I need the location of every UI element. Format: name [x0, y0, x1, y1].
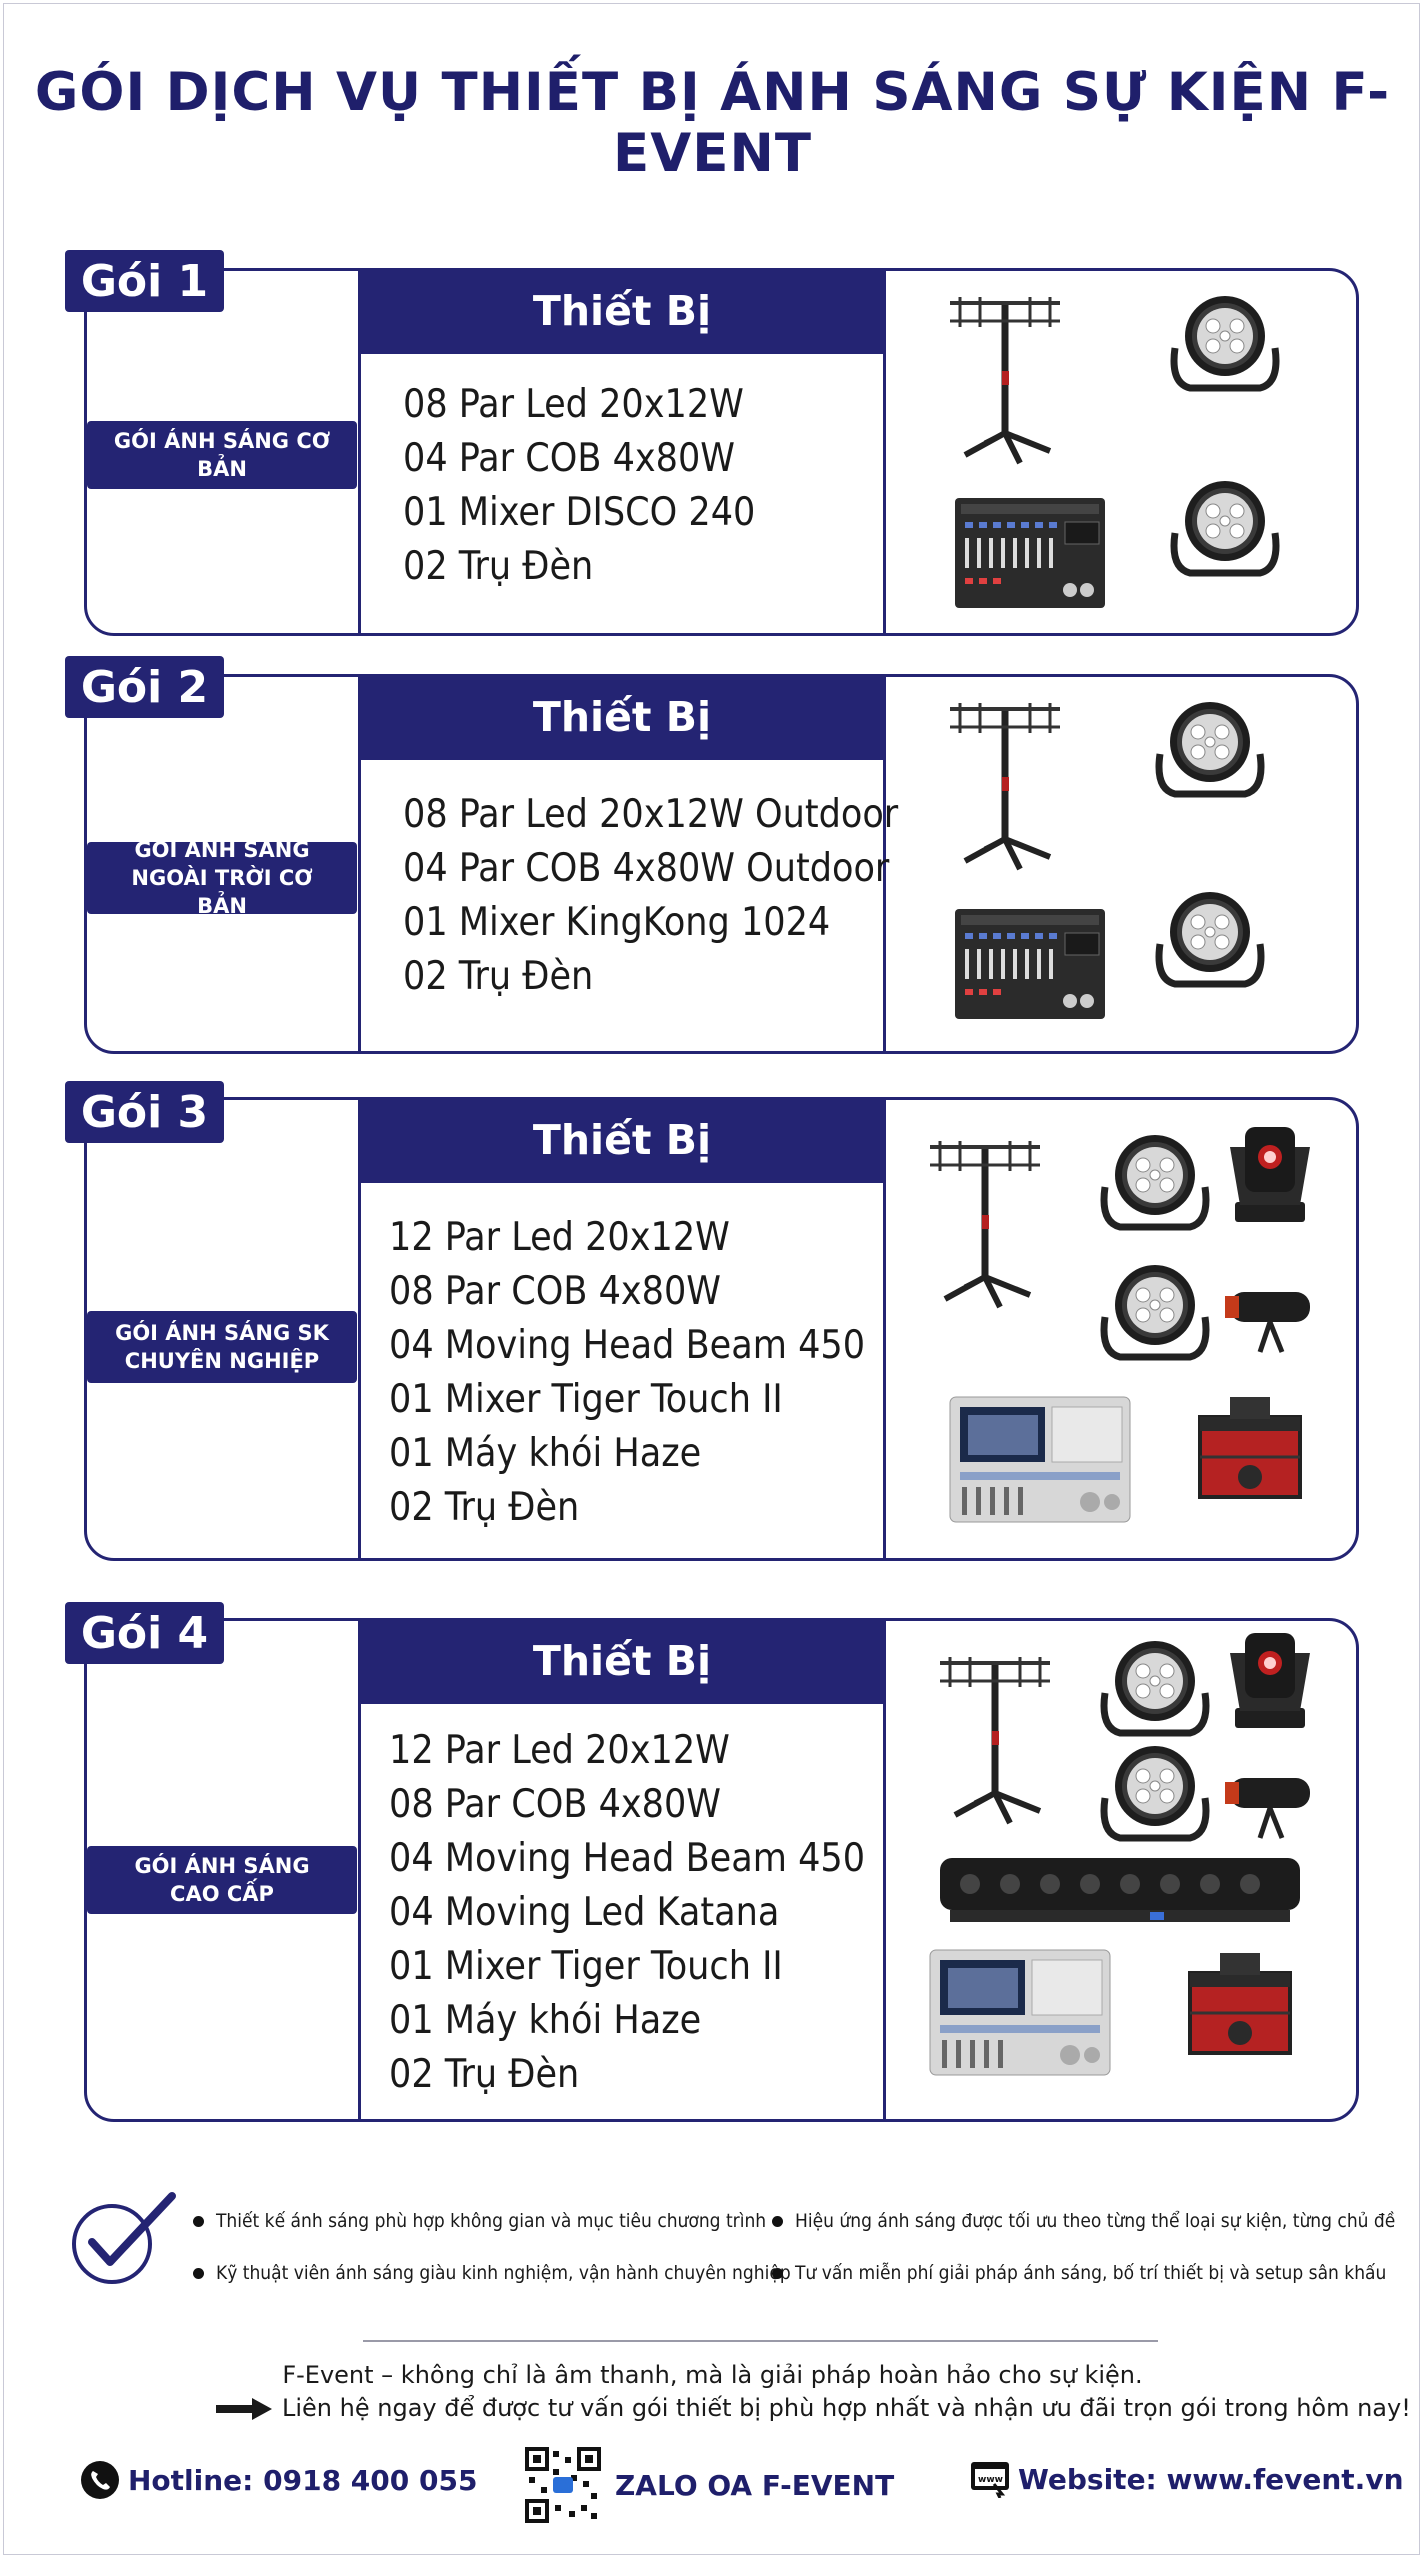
- equipment-item: 04 Par COB 4x80W: [403, 436, 735, 481]
- equipment-list-3: 12 Par Led 20x12W 08 Par COB 4x80W 04 Mo…: [389, 1211, 865, 1535]
- truss-stand-icon: [930, 1141, 1040, 1307]
- par-light-icon: [1174, 481, 1276, 573]
- qr-code-icon: [525, 2447, 601, 2523]
- feature-text: Hiệu ứng ánh sáng được tối ưu theo từng …: [795, 2210, 1396, 2232]
- par-light-icon: [1104, 1641, 1206, 1733]
- truss-stand-icon: [950, 297, 1060, 463]
- equipment-header-2: Thiết Bị: [361, 674, 883, 760]
- tiger-touch-console-icon: [929, 1949, 1111, 2076]
- equipment-item: 04 Moving Led Katana: [389, 1890, 780, 1935]
- equipment-column-3: Thiết Bị 12 Par Led 20x12W 08 Par COB 4x…: [358, 1097, 886, 1561]
- par-light-icon: [1104, 1135, 1206, 1227]
- website-text: Website: www.fevent.vn: [1018, 2462, 1404, 2496]
- bullet-icon: [193, 2216, 204, 2227]
- equipment-item: 12 Par Led 20x12W: [389, 1215, 730, 1260]
- equipment-item: 04 Par COB 4x80W Outdoor: [403, 846, 890, 891]
- feature-item: Hiệu ứng ánh sáng được tối ưu theo từng …: [772, 2210, 1395, 2232]
- equipment-item: 01 Máy khói Haze: [389, 1998, 702, 2043]
- package-badge-1: Gói 1: [65, 250, 224, 312]
- truss-stand-icon: [950, 703, 1060, 869]
- bullet-icon: [772, 2268, 783, 2279]
- zalo-text: ZALO OA F-EVENT: [615, 2468, 895, 2502]
- call-to-action-text: Liên hệ ngay để được tư vấn gói thiết bị…: [282, 2394, 1411, 2422]
- outdoor-par-light-icon: [1159, 702, 1261, 794]
- equipment-item: 01 Mixer DISCO 240: [403, 490, 756, 535]
- lighting-mixer-icon: [954, 908, 1106, 1020]
- equipment-column-2: Thiết Bị 08 Par Led 20x12W Outdoor 04 Pa…: [358, 674, 898, 1054]
- equipment-column-4: Thiết Bị 12 Par Led 20x12W 08 Par COB 4x…: [358, 1618, 886, 2122]
- web-browser-icon: www: [971, 2462, 1009, 2498]
- equipment-item: 01 Mixer KingKong 1024: [403, 900, 831, 945]
- package-name-2: GÓI ÁNH SÁNG NGOÀI TRỜI CƠ BẢN: [87, 838, 357, 918]
- moving-head-icon: [1230, 1127, 1310, 1222]
- equipment-column-1: Thiết Bị 08 Par Led 20x12W 04 Par COB 4x…: [358, 268, 886, 636]
- equipment-item: 04 Moving Head Beam 450: [389, 1323, 866, 1368]
- haze-machine-icon: [1198, 1395, 1302, 1499]
- equipment-item: 01 Máy khói Haze: [389, 1431, 702, 1476]
- equipment-item: 08 Par COB 4x80W: [389, 1269, 721, 1314]
- moving-led-katana-icon: [940, 1858, 1300, 1922]
- truss-stand-icon: [940, 1657, 1050, 1823]
- tagline: F-Event – không chỉ là âm thanh, mà là g…: [282, 2361, 1143, 2389]
- equipment-list-1: 08 Par Led 20x12W 04 Par COB 4x80W 01 Mi…: [403, 378, 755, 594]
- checkmark-icon: [72, 2192, 176, 2284]
- equipment-item: 08 Par Led 20x12W: [403, 382, 744, 427]
- equipment-item: 12 Par Led 20x12W: [389, 1728, 730, 1773]
- page-frame: [3, 3, 1420, 2555]
- package-name-4: GÓI ÁNH SÁNG CAO CẤP: [87, 1846, 357, 1914]
- equipment-item: 08 Par Led 20x12W Outdoor: [403, 792, 899, 837]
- divider: [363, 2340, 1158, 2342]
- bullet-icon: [772, 2216, 783, 2227]
- equipment-item: 02 Trụ Đèn: [389, 1485, 580, 1530]
- equipment-item: 08 Par COB 4x80W: [389, 1782, 721, 1827]
- beam-light-icon: [1225, 1778, 1310, 1838]
- equipment-item: 01 Mixer Tiger Touch II: [389, 1377, 783, 1422]
- feature-text: Kỹ thuật viên ánh sáng giàu kinh nghiệm,…: [216, 2262, 791, 2284]
- equipment-item: 02 Trụ Đèn: [403, 544, 594, 589]
- feature-item: Thiết kế ánh sáng phù hợp không gian và …: [193, 2210, 766, 2232]
- package-badge-2: Gói 2: [65, 656, 224, 718]
- hotline-link[interactable]: Hotline: 0918 400 055: [80, 2460, 477, 2500]
- package-badge-3: Gói 3: [65, 1081, 224, 1143]
- equipment-list-4: 12 Par Led 20x12W 08 Par COB 4x80W 04 Mo…: [389, 1724, 865, 2102]
- par-light-icon: [1104, 1265, 1206, 1357]
- equipment-list-2: 08 Par Led 20x12W Outdoor 04 Par COB 4x8…: [403, 788, 898, 1004]
- package-1-equipment-images: [900, 278, 1340, 609]
- package-3-equipment-images: [900, 1127, 1340, 1523]
- website-link[interactable]: www Website: www.fevent.vn: [970, 2460, 1404, 2498]
- package-4-equipment-images: [929, 1633, 1340, 2076]
- feature-item: Kỹ thuật viên ánh sáng giàu kinh nghiệm,…: [193, 2262, 791, 2284]
- package-2-equipment-images: [900, 684, 1340, 1020]
- beam-light-icon: [1225, 1292, 1310, 1352]
- arrow-right-icon: [216, 2398, 272, 2420]
- equipment-item: 02 Trụ Đèn: [403, 954, 594, 999]
- haze-machine-icon: [1188, 1951, 1292, 2055]
- par-light-icon: [1174, 296, 1276, 388]
- phone-icon: [81, 2461, 119, 2499]
- equipment-item: 01 Mixer Tiger Touch II: [389, 1944, 783, 1989]
- equipment-header-4: Thiết Bị: [361, 1618, 883, 1704]
- equipment-header-1: Thiết Bị: [361, 268, 883, 354]
- tiger-touch-console-icon: [949, 1396, 1131, 1523]
- feature-item: Tư vấn miễn phí giải pháp ánh sáng, bố t…: [772, 2262, 1386, 2284]
- hotline-text: Hotline: 0918 400 055: [128, 2463, 478, 2497]
- feature-text: Tư vấn miễn phí giải pháp ánh sáng, bố t…: [795, 2262, 1387, 2284]
- bullet-icon: [193, 2268, 204, 2279]
- package-name-1: GÓI ÁNH SÁNG CƠ BẢN: [87, 421, 357, 489]
- cob-par-light-icon: [1159, 892, 1261, 984]
- page-title: GÓI DỊCH VỤ THIẾT BỊ ÁNH SÁNG SỰ KIỆN F-…: [34, 62, 1391, 184]
- svg-text:www: www: [978, 2475, 1003, 2485]
- lighting-mixer-icon: [954, 497, 1106, 609]
- zalo-link[interactable]: ZALO OA F-EVENT: [525, 2447, 894, 2523]
- equipment-header-3: Thiết Bị: [361, 1097, 883, 1183]
- equipment-item: 04 Moving Head Beam 450: [389, 1836, 866, 1881]
- moving-head-icon: [1230, 1633, 1310, 1728]
- package-badge-4: Gói 4: [65, 1602, 224, 1664]
- equipment-item: 02 Trụ Đèn: [389, 2052, 580, 2097]
- feature-text: Thiết kế ánh sáng phù hợp không gian và …: [216, 2210, 767, 2232]
- package-name-3: GÓI ÁNH SÁNG SK CHUYÊN NGHIỆP: [87, 1311, 357, 1383]
- par-light-icon: [1104, 1746, 1206, 1838]
